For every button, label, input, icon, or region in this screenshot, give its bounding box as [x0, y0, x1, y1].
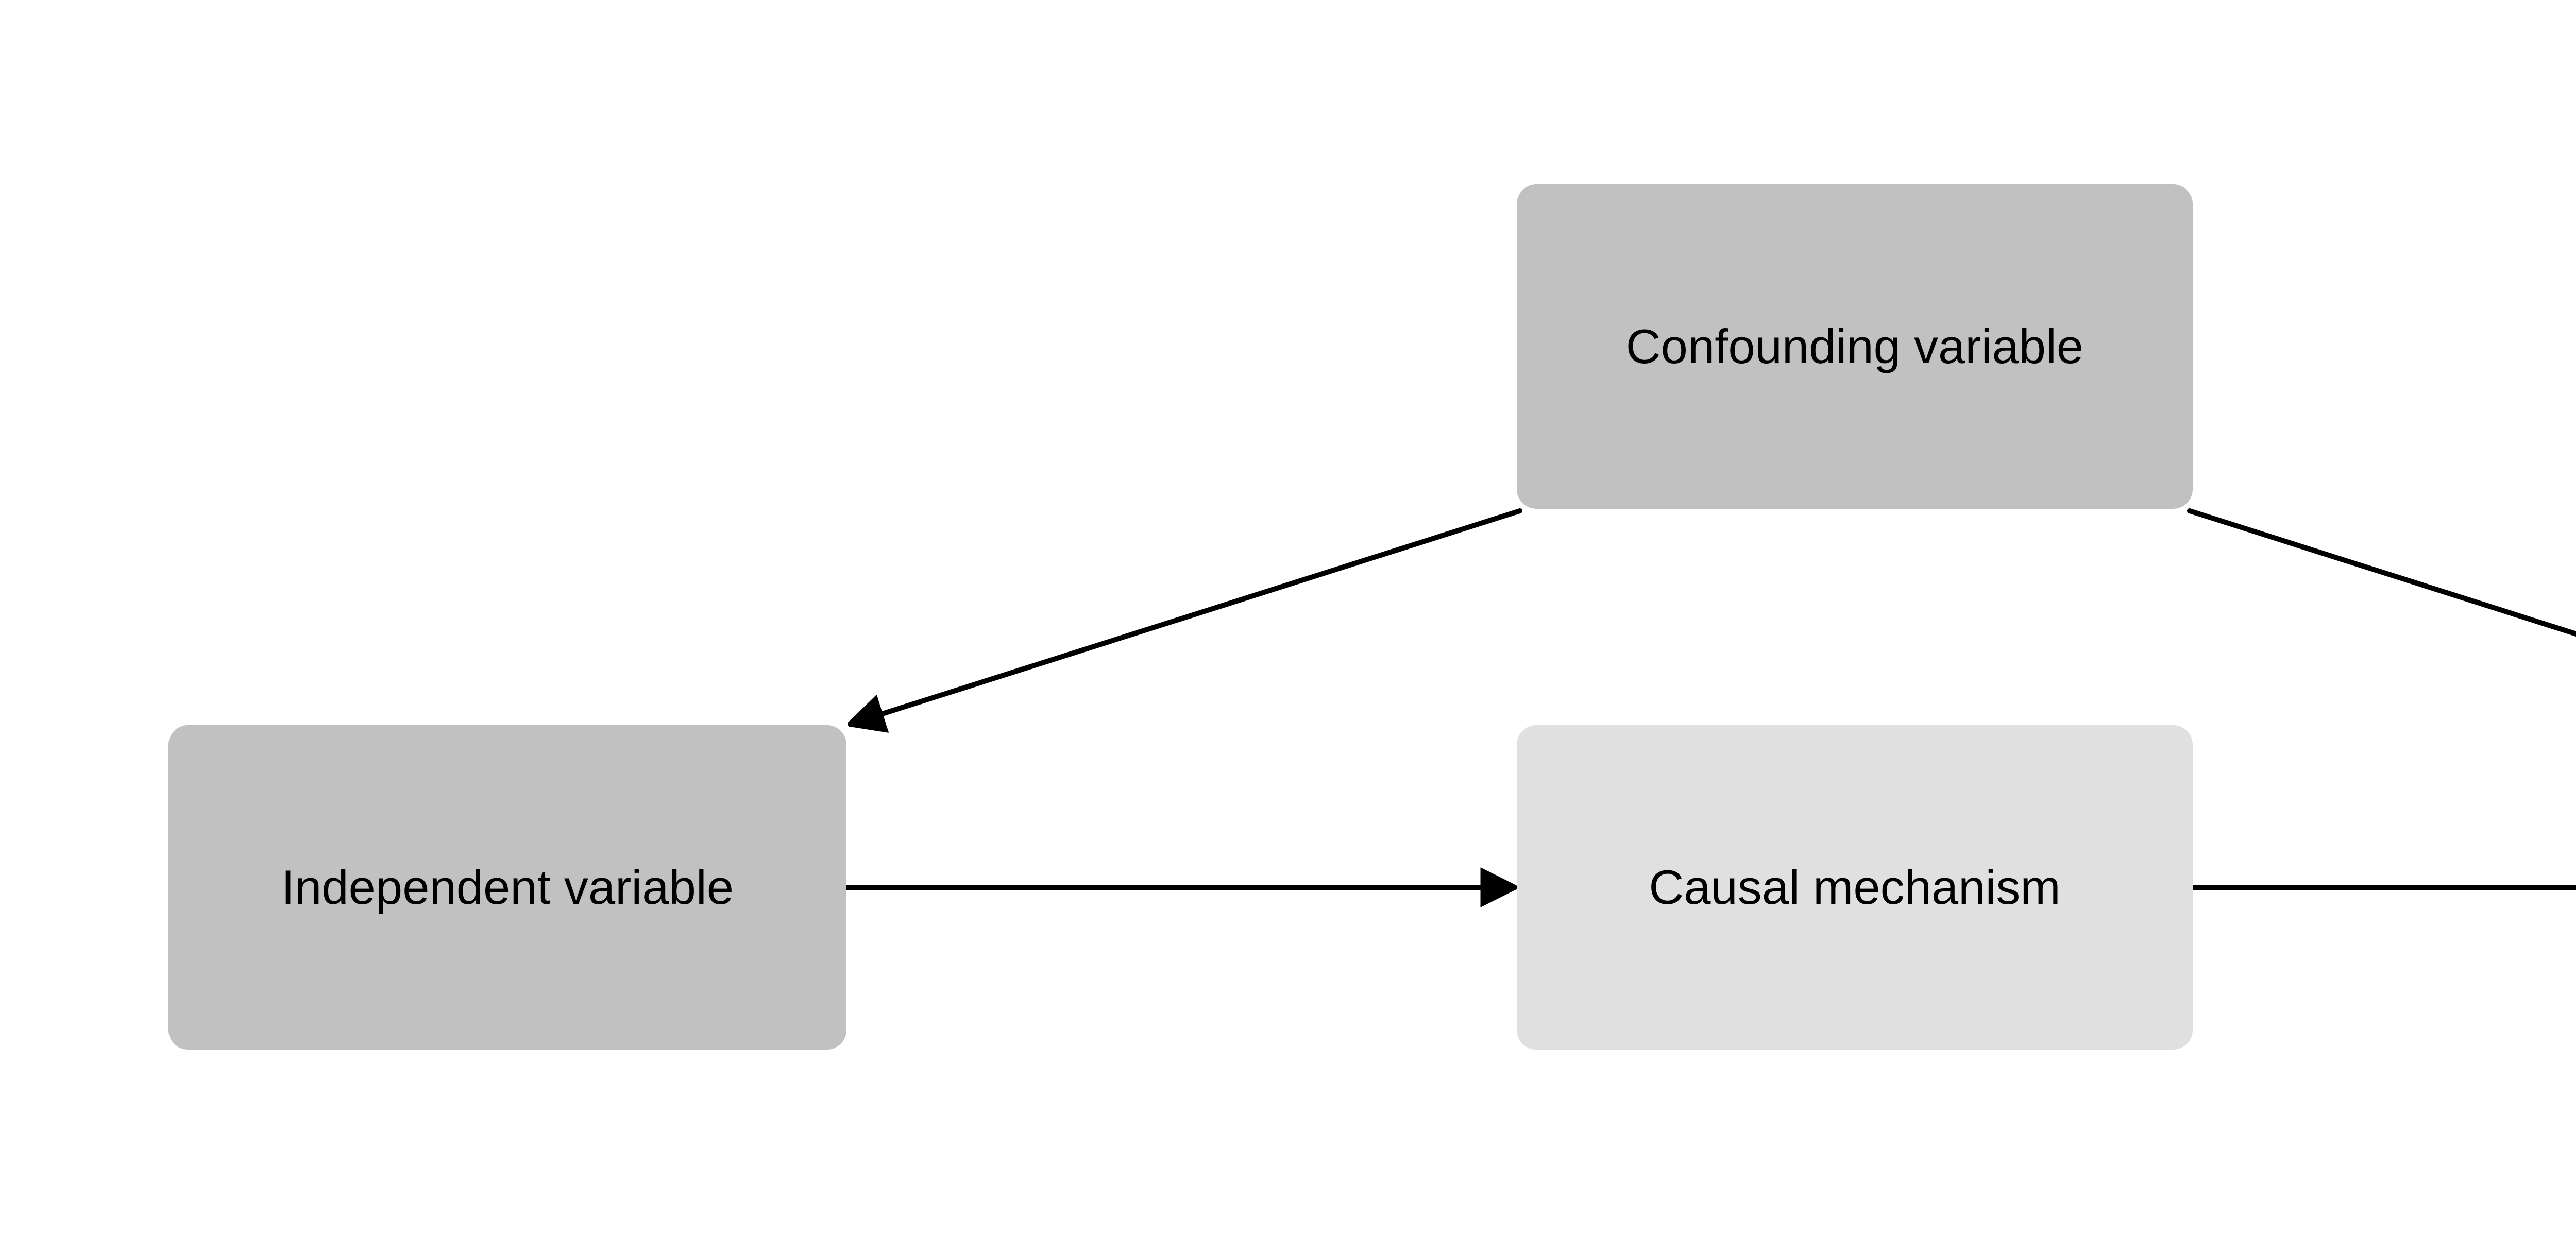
node-causal-mechanism-label: Causal mechanism — [1649, 860, 2061, 914]
node-confounding-variable-label: Confounding variable — [1625, 319, 2084, 373]
node-causal-mechanism: Causal mechanism — [1517, 725, 2193, 1050]
edge-confounding-to-dependent — [2187, 508, 2576, 637]
node-confounding-variable: Confounding variable — [1517, 184, 2193, 509]
edge-confounding-to-independent — [850, 508, 1522, 724]
node-independent-variable-label: Independent variable — [281, 860, 734, 914]
node-independent-variable: Independent variable — [168, 725, 846, 1050]
